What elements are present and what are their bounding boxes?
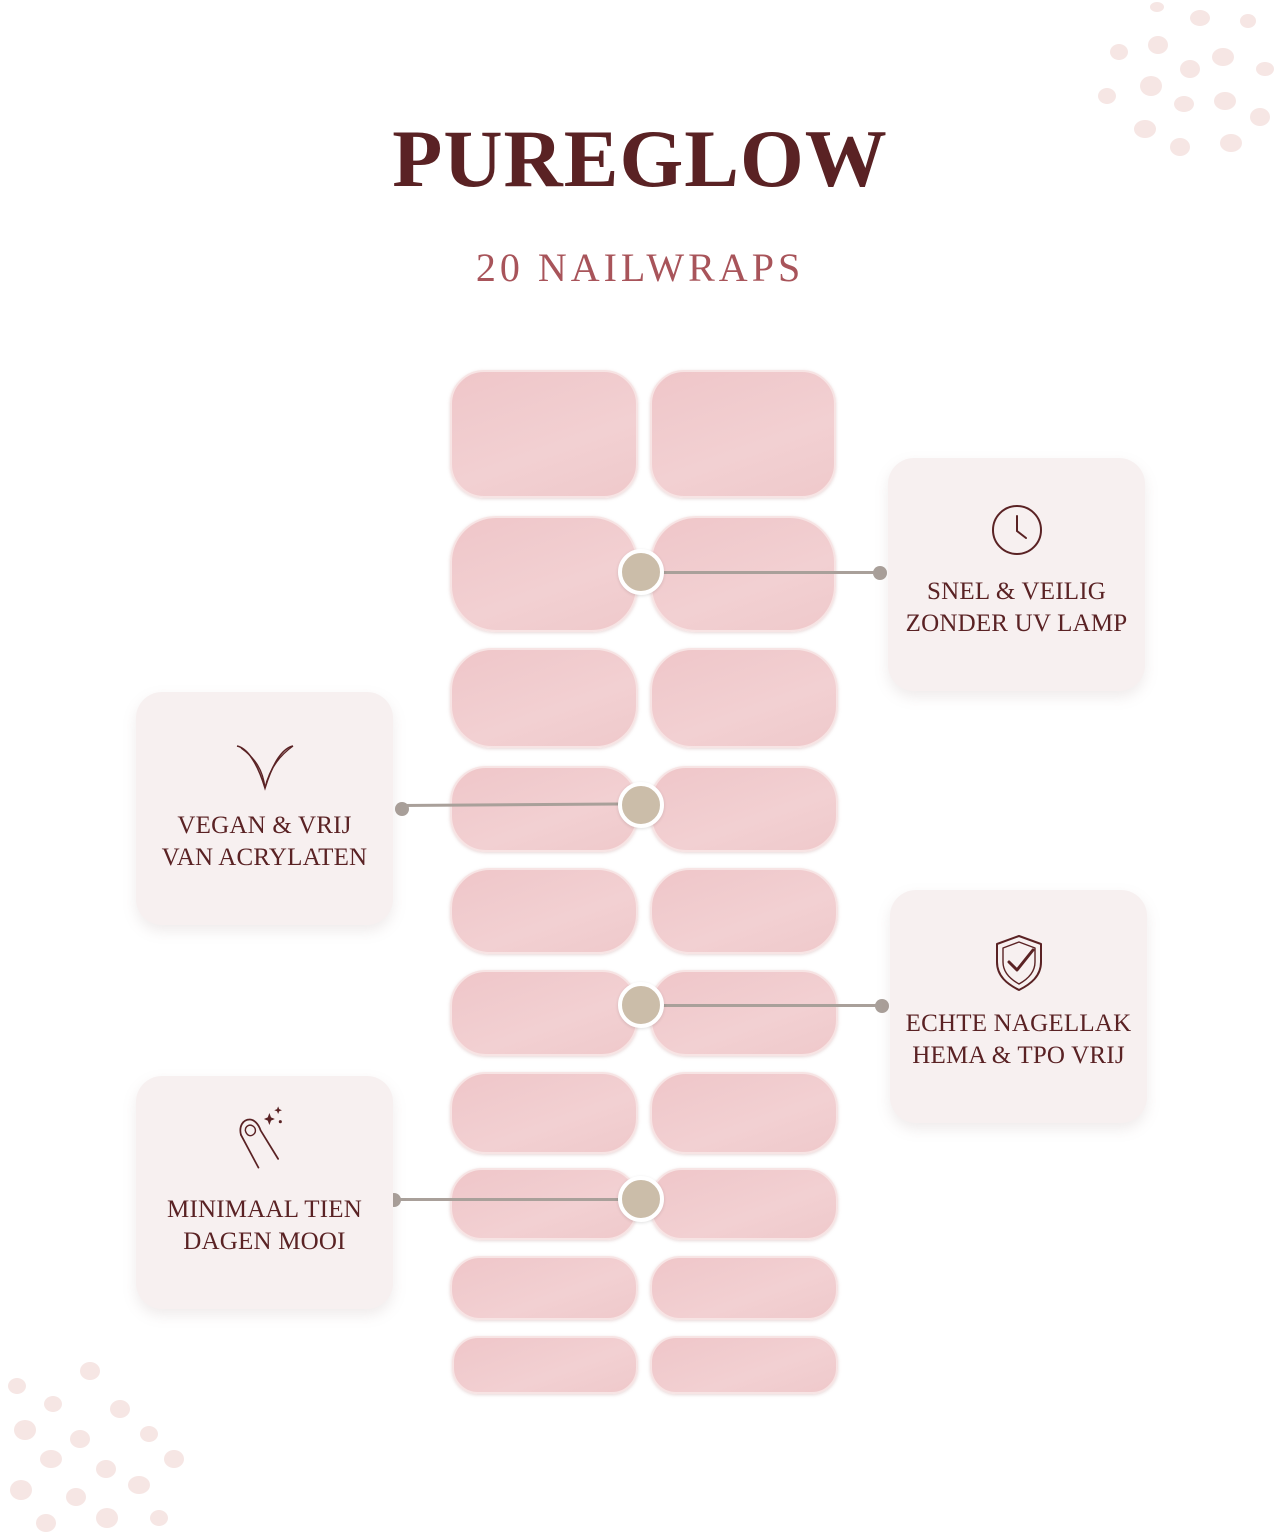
- nail-wrap: [450, 1256, 638, 1320]
- connector-end-dot: [395, 802, 409, 816]
- connector-line: [394, 1198, 642, 1201]
- feature-label-line1: MINIMAAL TIEN: [167, 1196, 362, 1223]
- nail-wrap: [650, 868, 838, 954]
- feature-marker: [618, 549, 664, 595]
- feature-label-line2: DAGEN MOOI: [183, 1228, 346, 1255]
- nail-wrap: [650, 1168, 838, 1240]
- nail-wrap: [650, 1336, 838, 1394]
- nail-wrap: [650, 1256, 838, 1320]
- shield-check-icon: [995, 935, 1042, 991]
- feature-marker: [618, 982, 664, 1028]
- clock-icon: [991, 505, 1042, 555]
- nail-wrap: [450, 766, 638, 852]
- nail-wrap: [650, 648, 838, 748]
- nail-wrap: [650, 1072, 838, 1154]
- feature-card-uv: SNEL & VEILIG ZONDER UV LAMP: [888, 458, 1145, 691]
- nail-wrap: [650, 370, 836, 498]
- feature-label: VEGAN & VRIJ VAN ACRYLATEN: [136, 810, 393, 874]
- nail-wrap: [452, 1336, 638, 1394]
- feature-card-vegan: VEGAN & VRIJ VAN ACRYLATEN: [136, 692, 393, 925]
- leaf-icon: [236, 745, 293, 791]
- feature-marker: [618, 782, 664, 828]
- feature-label-line1: SNEL & VEILIG: [927, 578, 1106, 605]
- feature-label-line2: HEMA & TPO VRIJ: [912, 1042, 1125, 1069]
- nail-wrap: [450, 648, 638, 748]
- feature-card-nagellak: ECHTE NAGELLAK HEMA & TPO VRIJ: [890, 890, 1147, 1123]
- feature-marker: [618, 1176, 664, 1222]
- connector-line: [642, 1004, 882, 1007]
- connector-line: [642, 571, 880, 574]
- product-title: PUREGLOW: [392, 113, 888, 204]
- nail-wrap: [650, 970, 838, 1056]
- nail-wrap: [450, 868, 638, 954]
- connector-end-dot: [875, 999, 889, 1013]
- feature-label-line1: VEGAN & VRIJ: [177, 812, 352, 839]
- nail-wrap: [450, 516, 638, 632]
- connector-end-dot: [873, 566, 887, 580]
- nail-wrap: [650, 516, 836, 632]
- nail-wrap: [450, 970, 638, 1056]
- nail-wrap: [450, 1168, 638, 1240]
- feature-label: SNEL & VEILIG ZONDER UV LAMP: [888, 576, 1145, 640]
- product-subtitle: 20 NAILWRAPS: [475, 245, 805, 290]
- feature-label-line2: ZONDER UV LAMP: [905, 610, 1128, 637]
- feature-label-line2: VAN ACRYLATEN: [161, 844, 368, 871]
- nail-wrap: [450, 1072, 638, 1154]
- feature-card-duration: MINIMAAL TIEN DAGEN MOOI: [136, 1076, 393, 1309]
- feature-label: ECHTE NAGELLAK HEMA & TPO VRIJ: [890, 1008, 1147, 1072]
- feature-label: MINIMAAL TIEN DAGEN MOOI: [136, 1194, 393, 1258]
- nail-wrap: [650, 766, 838, 852]
- sparkle-nail-icon: [239, 1106, 282, 1169]
- nail-wrap: [450, 370, 638, 498]
- feature-label-line1: ECHTE NAGELLAK: [905, 1010, 1132, 1037]
